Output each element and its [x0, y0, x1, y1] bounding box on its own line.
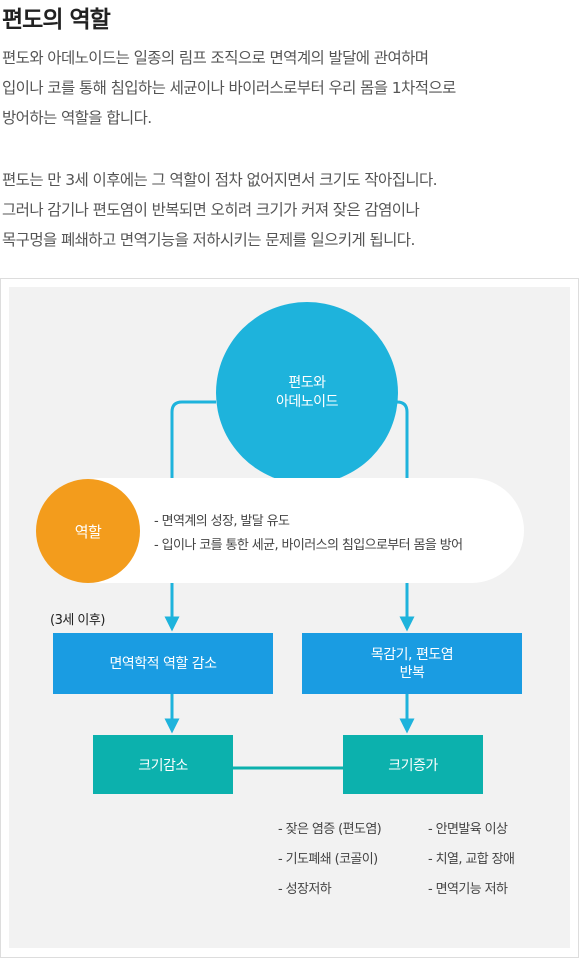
effect-item: - 기도폐쇄 (코골이) — [278, 852, 378, 867]
intro-paragraph: 편도와 아데노이드는 일종의 림프 조직으로 면역계의 발달에 관여하며 입이나… — [2, 43, 456, 133]
page-title: 편도의 역할 — [2, 7, 111, 33]
effect-item: - 치열, 교합 장애 — [428, 852, 515, 867]
size-increase-box: 크기증가 — [343, 735, 483, 794]
connector-left — [170, 400, 216, 480]
role-items: - 면역계의 성장, 발달 유도 - 입이나 코를 통한 세균, 바이러스의 침… — [154, 510, 463, 558]
role-node: 역할 — [36, 479, 140, 583]
detail-paragraph: 편도는 만 3세 이후에는 그 역할이 점차 없어지면서 크기도 작아집니다. … — [2, 165, 438, 255]
size-decrease-box: 크기감소 — [93, 735, 233, 794]
age-note: (3세 이후) — [50, 613, 105, 628]
effect-item: - 성장저하 — [278, 882, 332, 897]
intro-line: 편도와 아데노이드는 일종의 림프 조직으로 면역계의 발달에 관여하며 — [2, 49, 429, 67]
effect-item: - 안면발육 이상 — [428, 822, 508, 837]
detail-line: 그러나 감기나 편도염이 반복되면 오히려 크기가 커져 잦은 감염이나 — [2, 201, 420, 219]
detail-line: 편도는 만 3세 이후에는 그 역할이 점차 없어지면서 크기도 작아집니다. — [2, 171, 438, 189]
tonsil-adenoid-node: 편도와 아데노이드 — [216, 302, 398, 484]
immune-role-decrease-box: 면역학적 역할 감소 — [53, 633, 273, 694]
effects-list-right: - 안면발육 이상 - 치열, 교합 장애 - 면역기능 저하 — [428, 815, 515, 905]
detail-line: 목구멍을 폐쇄하고 면역기능을 저하시키는 문제를 일으키게 됩니다. — [2, 231, 415, 249]
effect-item: - 잦은 염증 (편도염) — [278, 822, 382, 837]
intro-line: 방어하는 역할을 합니다. — [2, 109, 152, 127]
connector-right — [396, 400, 409, 478]
effect-item: - 면역기능 저하 — [428, 882, 508, 897]
role-item: - 입이나 코를 통한 세균, 바이러스의 침입으로부터 몸을 방어 — [154, 538, 463, 553]
intro-line: 입이나 코를 통해 침입하는 세균이나 바이러스로부터 우리 몸을 1차적으로 — [2, 79, 456, 97]
recurrent-infection-box: 목감기, 편도염 반복 — [302, 633, 522, 694]
effects-list-left: - 잦은 염증 (편도염) - 기도폐쇄 (코골이) - 성장저하 — [278, 815, 382, 905]
role-item: - 면역계의 성장, 발달 유도 — [154, 514, 290, 529]
